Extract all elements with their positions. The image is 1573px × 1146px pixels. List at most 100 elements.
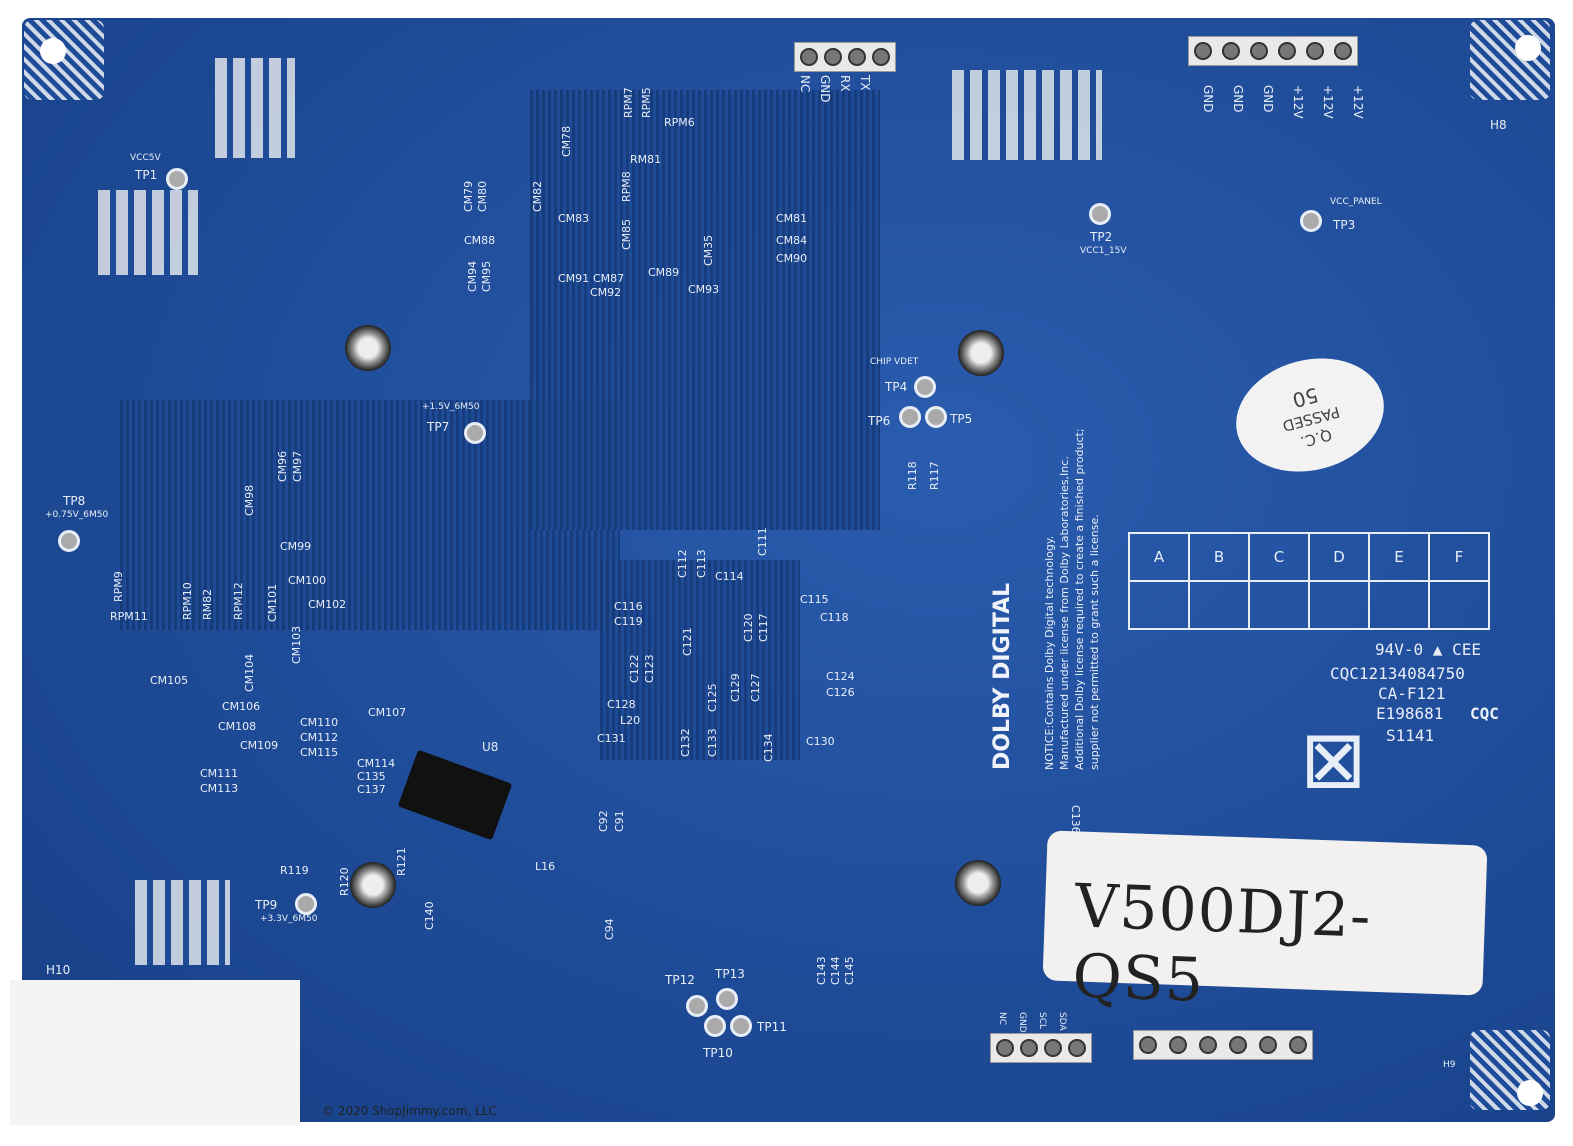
component-label: CM101: [266, 583, 279, 622]
cqc-logo: CQC: [1470, 704, 1499, 723]
pin-label: GND: [1261, 85, 1275, 113]
component-label: RPM5: [640, 87, 653, 118]
component-label: C126: [826, 686, 855, 699]
component-label: C137: [357, 783, 386, 796]
grid-cell: C: [1248, 532, 1310, 582]
component-label: L20: [620, 714, 641, 727]
component-label: C128: [607, 698, 636, 711]
component-label: CM108: [218, 720, 257, 733]
pin-label: +12V: [1291, 85, 1305, 119]
net-label: VCC_PANEL: [1330, 197, 1382, 207]
component-label: CM35: [702, 234, 715, 266]
component-label: CM78: [560, 125, 573, 157]
mounting-hole: [1515, 35, 1541, 61]
tp-label: TP9: [255, 898, 278, 912]
component-label: C114: [715, 570, 744, 583]
test-point: [704, 1015, 726, 1037]
net-label: +0.75V_6M50: [45, 510, 109, 520]
tp-label: TP11: [757, 1020, 787, 1034]
component-label: C113: [695, 549, 708, 578]
test-point: [295, 893, 317, 915]
component-label: CM105: [150, 674, 189, 687]
component-label: R117: [928, 461, 941, 490]
notice-line: NOTICE:Contains Dolby Digital technology…: [1043, 535, 1056, 770]
component-label: CM83: [558, 212, 590, 225]
test-point: [686, 995, 708, 1017]
test-point: [730, 1015, 752, 1037]
component-label: C145: [843, 956, 856, 985]
model-number: V500DJ2-QS5: [1071, 871, 1373, 1016]
component-label: C117: [757, 613, 770, 642]
component-label: R120: [338, 867, 351, 896]
component-label: CM106: [222, 700, 261, 713]
component-label: CM88: [464, 234, 496, 247]
pin-label: SCL: [1037, 1012, 1047, 1030]
component-label: C91: [613, 810, 626, 832]
component-label: C120: [742, 613, 755, 642]
component-label: CM111: [200, 767, 239, 780]
component-label: C94: [603, 918, 616, 940]
dolby-logo: DOLBY DIGITAL: [990, 582, 1015, 770]
component-label: CM109: [240, 739, 279, 752]
tp-label: TP8: [63, 494, 86, 508]
component-label: RM81: [630, 153, 662, 166]
component-label: C121: [681, 627, 694, 656]
dolby-notice: NOTICE:Contains Dolby Digital technology…: [1042, 250, 1102, 770]
tp-label: TP5: [950, 412, 973, 426]
component-label: C119: [614, 615, 643, 628]
component-label: C130: [806, 735, 835, 748]
grid-cell: E: [1368, 532, 1430, 582]
component-label: C122: [628, 654, 641, 683]
component-label: C123: [643, 654, 656, 683]
test-point: [925, 406, 947, 428]
component-label: CM110: [300, 716, 339, 729]
component-label: C136: [1069, 805, 1082, 834]
screw: [958, 330, 1004, 376]
test-point: [58, 530, 80, 552]
test-point: [464, 422, 486, 444]
corner-mounting-pad: [1470, 20, 1550, 100]
mounting-hole: [1517, 1080, 1543, 1106]
net-label: +1.5V_6M50: [422, 402, 480, 412]
test-point: [1300, 210, 1322, 232]
component-label: CM82: [531, 180, 544, 212]
net-label: VCC5V: [130, 153, 161, 163]
cert-ul: E198681: [1376, 704, 1444, 723]
pin-label: NC: [997, 1012, 1007, 1026]
component-label: CM100: [288, 574, 327, 587]
component-label: C132: [679, 728, 692, 757]
tp-label: TP1: [135, 168, 158, 182]
component-label: CM94: [466, 260, 479, 292]
component-label: R118: [906, 461, 919, 490]
model-sticker: V500DJ2-QS5: [1042, 830, 1488, 1016]
component-label: C133: [706, 728, 719, 757]
grid-cell: A: [1128, 532, 1190, 582]
pin-label: +12V: [1351, 85, 1365, 119]
component-label: C131: [597, 732, 626, 745]
component-label: CM99: [280, 540, 312, 553]
component-label: CM103: [290, 625, 303, 664]
screw: [955, 860, 1001, 906]
component-label: C115: [800, 593, 829, 606]
component-label: RPM7: [622, 87, 635, 118]
pin-label: GND: [818, 75, 832, 103]
component-label: CM84: [776, 234, 808, 247]
component-label: CM107: [368, 706, 407, 719]
pad-array: [135, 880, 230, 965]
hole-label: H8: [1490, 118, 1507, 132]
hole-label: H9: [1443, 1060, 1456, 1070]
component-label: R121: [395, 847, 408, 876]
component-label: CM90: [776, 252, 808, 265]
tp-label: TP6: [868, 414, 891, 428]
component-label: CM89: [648, 266, 680, 279]
grid-cell: F: [1428, 532, 1490, 582]
component-label: C127: [749, 673, 762, 702]
component-label: CM98: [243, 484, 256, 516]
test-point: [899, 406, 921, 428]
component-label: RPM9: [112, 571, 125, 602]
pin-label: GND: [1017, 1012, 1027, 1033]
component-label: CM92: [590, 286, 622, 299]
component-label: C116: [614, 600, 643, 613]
cert-number: CQC12134084750: [1330, 664, 1465, 683]
component-label: C134: [762, 733, 775, 762]
